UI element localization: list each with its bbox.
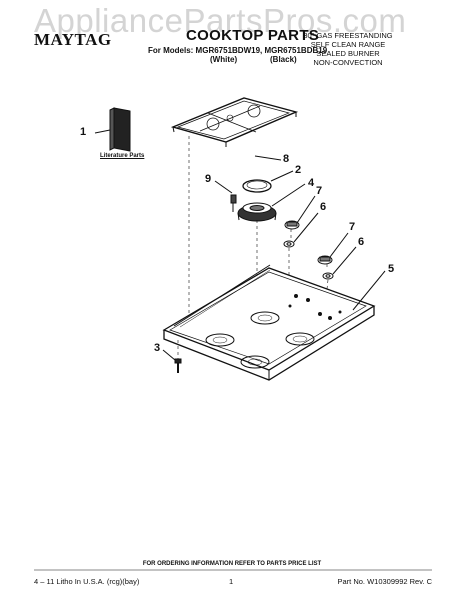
variant-black: (Black) <box>270 55 297 64</box>
callout-label: 6 <box>320 201 327 213</box>
burner-base <box>237 202 277 222</box>
callout-label: 7 <box>316 185 323 197</box>
models-line: For Models: MGR6751BDW19, MGR6751BDB19 <box>148 46 328 55</box>
brand-logo: MAYTAG <box>34 30 112 49</box>
description-line: SELF CLEAN RANGE <box>310 40 386 49</box>
callout-label: 4 <box>308 177 315 189</box>
description-line: 30" GAS FREESTANDING <box>303 31 393 40</box>
leader-line <box>94 129 111 134</box>
callout-label: 5 <box>388 263 395 275</box>
orifice-holder-left <box>284 220 300 230</box>
range-description: 30" GAS FREESTANDING SELF CLEAN RANGE SE… <box>288 31 408 67</box>
burner-cap <box>242 179 272 193</box>
cooktop-panel <box>162 264 376 381</box>
callout-label: 2 <box>295 164 302 176</box>
watermark: AppliancePartsPros.com <box>34 2 407 39</box>
callout-label: 6 <box>358 236 365 248</box>
ordering-note: FOR ORDERING INFORMATION REFER TO PARTS … <box>142 561 322 567</box>
gasket-left <box>283 240 295 248</box>
litho-text: 4 – 11 Litho In U.S.A. (rcg)(bay) <box>34 577 140 586</box>
callout-label: 7 <box>349 221 356 233</box>
leader-line <box>293 212 319 243</box>
literature-parts-label: Literature Parts <box>100 153 145 159</box>
page-title: COOKTOP PARTS <box>186 27 320 44</box>
leader-line <box>329 232 349 258</box>
leader-line <box>214 180 233 194</box>
mounting-screw <box>174 358 182 373</box>
literature-booklet <box>109 107 131 152</box>
description-line: NON-CONVECTION <box>313 58 383 67</box>
callout-label: 8 <box>283 153 290 165</box>
leader-line <box>162 349 176 361</box>
page-number: 1 <box>229 577 234 586</box>
variant-white: (White) <box>210 55 238 64</box>
leader-line <box>254 155 282 161</box>
orifice-holder-right <box>317 255 333 265</box>
callout-label: 1 <box>80 126 87 138</box>
callout-label: 3 <box>154 342 161 354</box>
gasket-right <box>322 272 334 280</box>
burner-grate <box>170 97 299 147</box>
leader-line <box>271 183 306 207</box>
leader-line <box>332 246 357 275</box>
callout-label: 9 <box>205 173 212 185</box>
description-line: SEALED BURNER <box>316 49 380 58</box>
leader-line <box>352 270 386 311</box>
part-number: Part No. W10309992 Rev. C <box>337 577 433 586</box>
spark-electrode <box>230 194 237 212</box>
leader-line <box>296 195 316 224</box>
leader-line <box>270 170 294 182</box>
